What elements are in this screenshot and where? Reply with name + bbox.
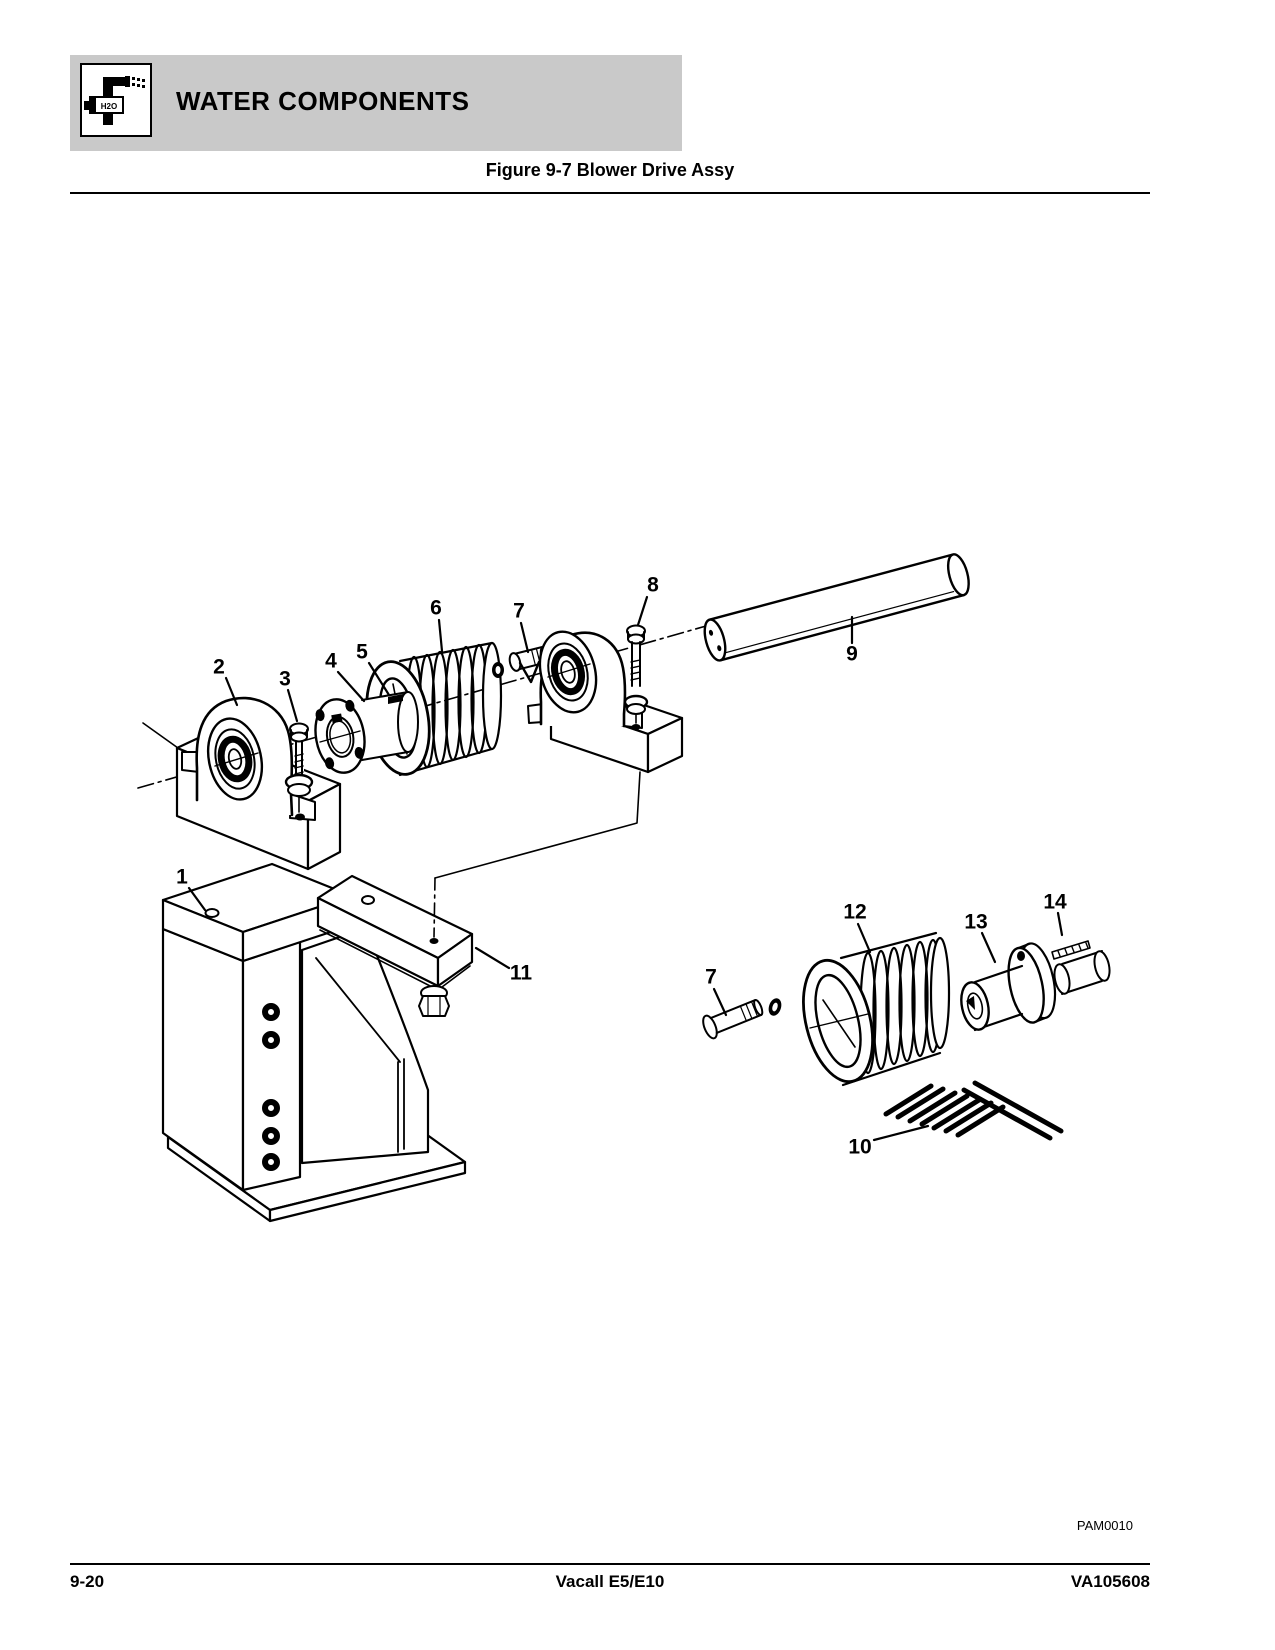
callout-5: 5 [356, 640, 368, 664]
callout-13: 13 [964, 910, 988, 934]
phantom-frame-lines [433, 771, 641, 938]
water-faucet-icon: H2O [80, 63, 152, 137]
pillow-block-bearing-right [527, 630, 643, 729]
footer-document-number: VA105608 [1070, 1572, 1150, 1591]
callout-6: 6 [430, 596, 442, 620]
footer-model: Vacall E5/E10 [555, 1572, 665, 1591]
driven-pulley [802, 931, 951, 1087]
hub-spacer [361, 691, 419, 761]
footer-page-number: 9-20 [70, 1572, 105, 1591]
header-band [70, 55, 682, 151]
shaft-flange [314, 698, 366, 774]
callout-leader-lines [187, 595, 1064, 1142]
figure-title: Figure 9-7 Blower Drive Assy [485, 160, 735, 180]
support-pedestal [161, 862, 467, 1223]
callout-10: 10 [848, 1135, 872, 1159]
callout-14: 14 [1043, 890, 1067, 914]
callout-7-lower: 7 [705, 965, 717, 989]
icon-label: H2O [101, 102, 117, 111]
callout-11: 11 [509, 961, 533, 985]
drive-shaft [703, 553, 970, 662]
v-belt-set [883, 1080, 1064, 1141]
callout-12: 12 [843, 900, 867, 924]
callout-3: 3 [279, 667, 291, 691]
bolt-7-lower [702, 998, 782, 1040]
taper-bushing [960, 942, 1057, 1032]
callout-7-upper: 7 [513, 599, 525, 623]
top-rule [70, 192, 1150, 194]
shaft-key-and-stub [1051, 940, 1111, 995]
bearing-bolt-left [284, 722, 314, 821]
callout-4: 4 [325, 649, 337, 673]
bottom-rule [70, 1563, 1150, 1565]
callout-8: 8 [647, 573, 659, 597]
page-title: WATER COMPONENTS [176, 86, 470, 116]
callout-9: 9 [846, 642, 858, 666]
pillow-block-bearing-left [181, 696, 316, 821]
bearing-bolt-right [623, 624, 649, 730]
image-code: PAM0010 [1076, 1518, 1133, 1533]
callout-2: 2 [213, 655, 225, 679]
callout-1: 1 [176, 865, 188, 889]
